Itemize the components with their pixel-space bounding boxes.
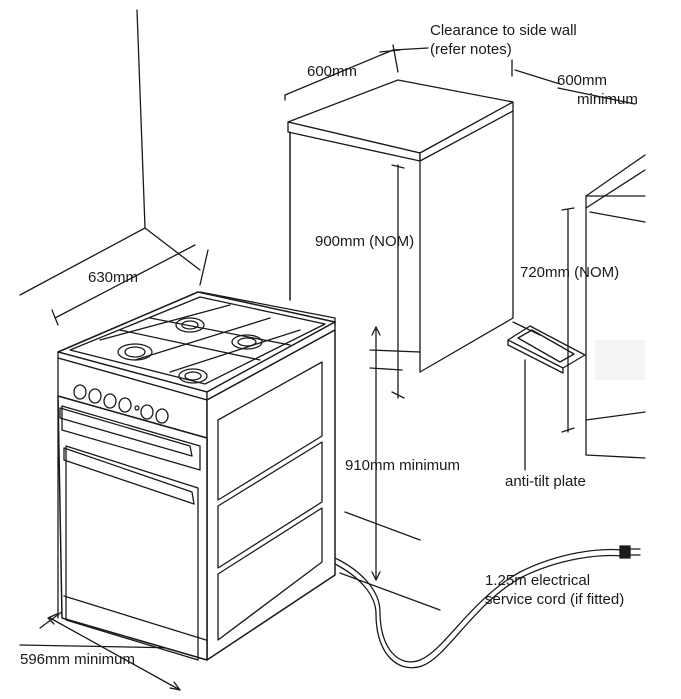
side-clearance-600-label: 600mm — [557, 72, 608, 89]
anti-tilt-plate-label: anti-tilt plate — [505, 473, 586, 490]
width-596-label: 596mm minimum — [20, 651, 136, 668]
power-cord — [335, 546, 640, 668]
cord-label-line1: 1.25m electrical — [485, 572, 591, 589]
width-600-label: 600mm — [307, 63, 358, 80]
cooker — [58, 292, 335, 660]
height-910-label: 910mm minimum — [345, 457, 461, 474]
clearance-side-wall-label: Clearance to side wall — [430, 22, 577, 39]
side-clearance-minimum-label: minimum — [577, 91, 638, 108]
right-bench — [586, 155, 645, 458]
height-900-label: 900mm (NOM) — [315, 233, 415, 250]
dimension-lines — [20, 45, 635, 690]
height-720-label: 720mm (NOM) — [520, 264, 620, 281]
refer-notes-label: (refer notes) — [430, 41, 512, 58]
anti-tilt-plate-shape — [508, 322, 585, 373]
reference-cabinet — [288, 80, 513, 372]
cord-label-line2: service cord (if fitted) — [485, 591, 625, 608]
depth-630-label: 630mm — [88, 269, 139, 286]
